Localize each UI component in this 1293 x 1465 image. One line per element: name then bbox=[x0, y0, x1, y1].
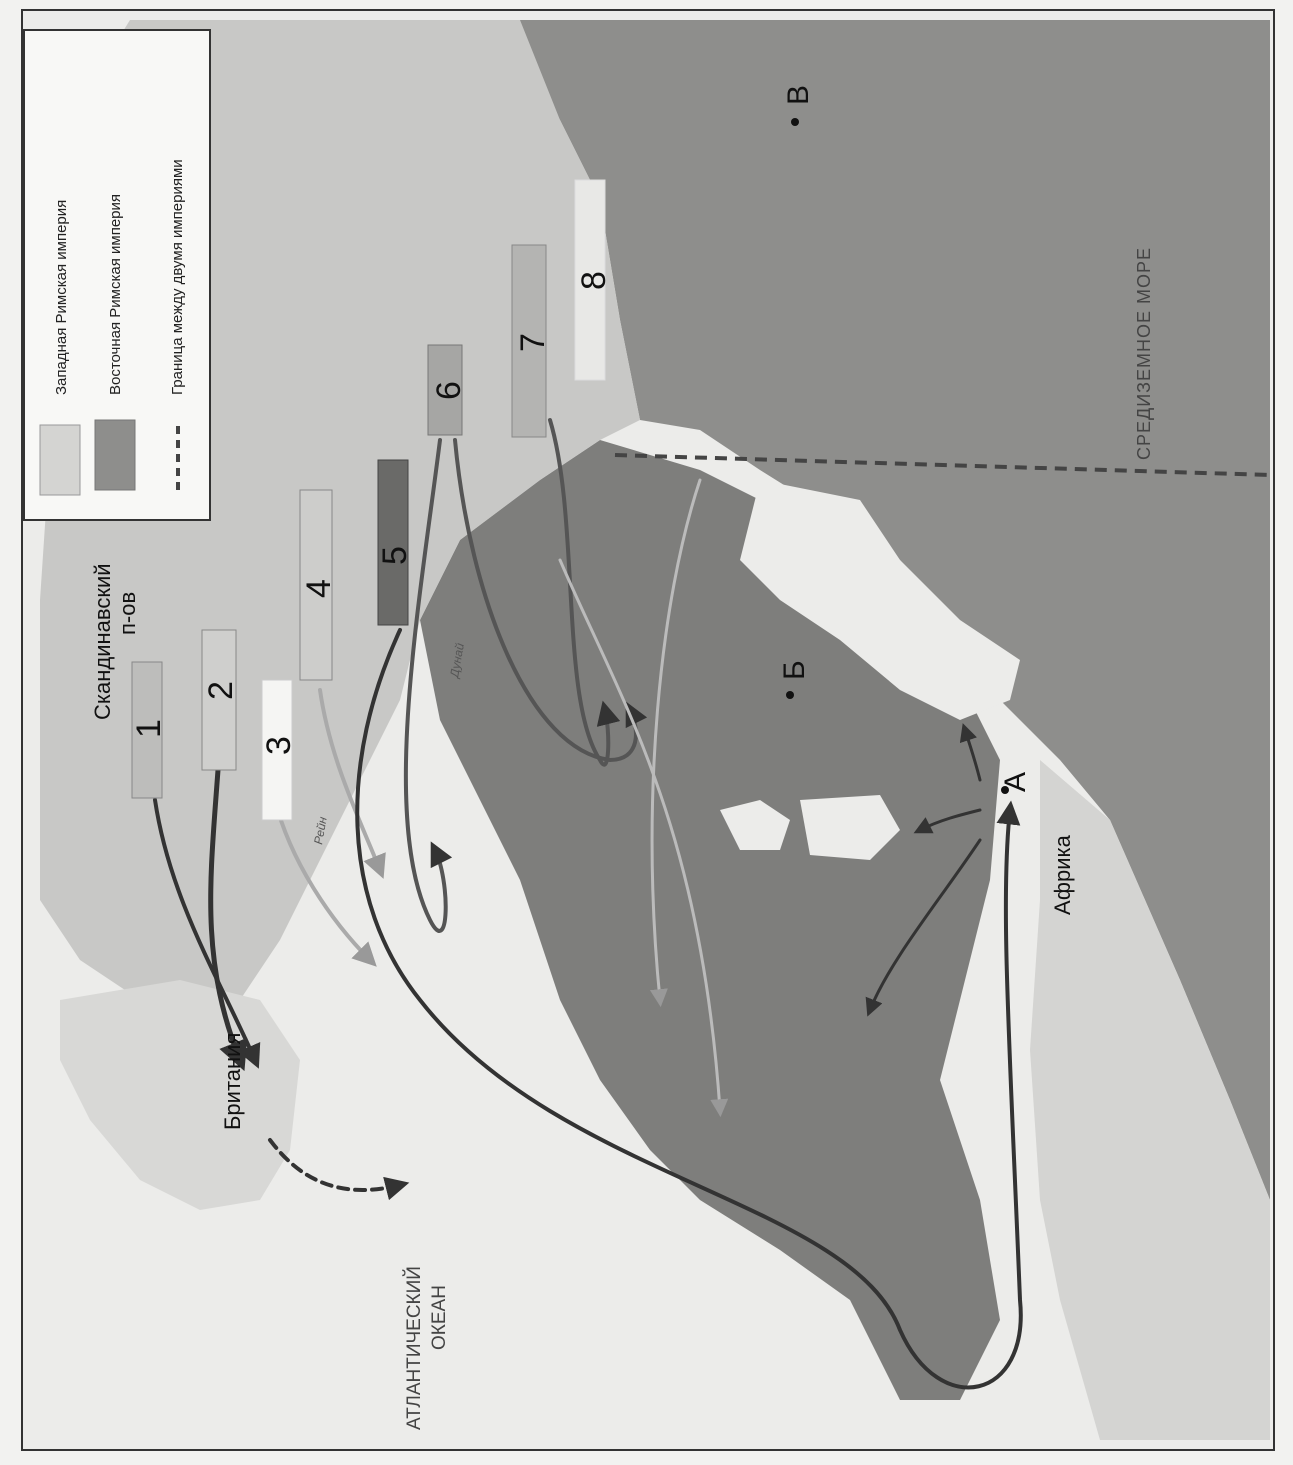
label-atlantic-1: АТЛАНТИЧЕСКИЙ bbox=[403, 1266, 425, 1430]
point-v-label: В bbox=[782, 85, 815, 105]
tribe-box-3 bbox=[261, 679, 293, 821]
label-mediterranean: СРЕДИЗЕМНОЕ МОРЕ bbox=[1134, 247, 1154, 460]
route-5 bbox=[355, 628, 1023, 1390]
point-a-label: А bbox=[999, 772, 1032, 792]
tribe-label-7: 7 bbox=[514, 333, 552, 352]
tribe-box-7 bbox=[511, 244, 547, 438]
route-light-2 bbox=[649, 478, 702, 1008]
legend-border-label: Граница между двумя империями bbox=[169, 159, 186, 395]
tribe-label-8: 8 bbox=[575, 271, 613, 290]
route-britain-gaul bbox=[268, 1138, 410, 1201]
migration-routes bbox=[153, 418, 1023, 1390]
point-a-dot bbox=[1001, 786, 1009, 794]
route-7 bbox=[548, 418, 621, 767]
island-sardinia bbox=[800, 795, 900, 860]
empire-border bbox=[614, 453, 1271, 477]
britain-island bbox=[60, 980, 300, 1210]
tribe-box-1 bbox=[131, 661, 163, 799]
label-britain: Британия bbox=[220, 1033, 245, 1130]
africa-coast bbox=[1030, 760, 1270, 1440]
point-b: Б bbox=[778, 660, 811, 699]
tribe-label-6: 6 bbox=[430, 381, 468, 400]
point-a: А bbox=[999, 772, 1032, 794]
legend-western-label: Западная Римская империя bbox=[53, 200, 70, 395]
route-6b bbox=[453, 438, 648, 763]
tribe-box-2 bbox=[201, 629, 237, 771]
island-corsica bbox=[720, 800, 790, 850]
eastern-empire-territory bbox=[520, 20, 1270, 1200]
label-africa: Африка bbox=[1050, 834, 1075, 915]
tribe-box-8 bbox=[574, 179, 606, 381]
route-africa-1 bbox=[865, 838, 982, 1017]
route-light-1 bbox=[558, 558, 729, 1118]
legend-swatch-eastern bbox=[94, 419, 136, 491]
label-danube: Дунай bbox=[447, 642, 467, 681]
point-v: В bbox=[782, 85, 815, 126]
legend-swatch-western bbox=[39, 424, 81, 496]
tribe-box-6 bbox=[427, 344, 463, 436]
label-rhine: Рейн bbox=[311, 815, 330, 845]
label-scandinavia-2: п-ов bbox=[115, 592, 140, 635]
label-scandinavia-1: Скандинавский bbox=[90, 563, 115, 720]
point-v-dot bbox=[791, 118, 799, 126]
tribe-box-5 bbox=[377, 459, 409, 626]
tribe-label-5: 5 bbox=[376, 546, 414, 565]
legend-eastern-label: Восточная Римская империя bbox=[107, 194, 124, 395]
route-2 bbox=[208, 767, 248, 1072]
tribe-markers: 1 2 3 4 5 6 7 8 bbox=[130, 179, 613, 821]
point-b-label: Б bbox=[778, 660, 811, 680]
tribe-label-2: 2 bbox=[202, 681, 240, 700]
label-atlantic-2: ОКЕАН bbox=[429, 1285, 450, 1350]
tribe-label-3: 3 bbox=[260, 736, 298, 755]
route-3 bbox=[273, 798, 377, 967]
tribe-label-4: 4 bbox=[300, 579, 338, 598]
route-africa-2 bbox=[913, 808, 982, 834]
legend: Западная Римская империя Восточная Римск… bbox=[23, 29, 211, 521]
route-6a bbox=[403, 438, 453, 933]
route-4 bbox=[318, 688, 386, 879]
tribe-label-1: 1 bbox=[130, 719, 168, 738]
mediterranean-sea bbox=[740, 480, 1020, 720]
route-africa-3 bbox=[959, 723, 982, 782]
tribe-box-4 bbox=[299, 489, 333, 681]
route-1 bbox=[153, 798, 261, 1069]
point-b-dot bbox=[786, 691, 794, 699]
western-empire-territory bbox=[420, 440, 1000, 1400]
